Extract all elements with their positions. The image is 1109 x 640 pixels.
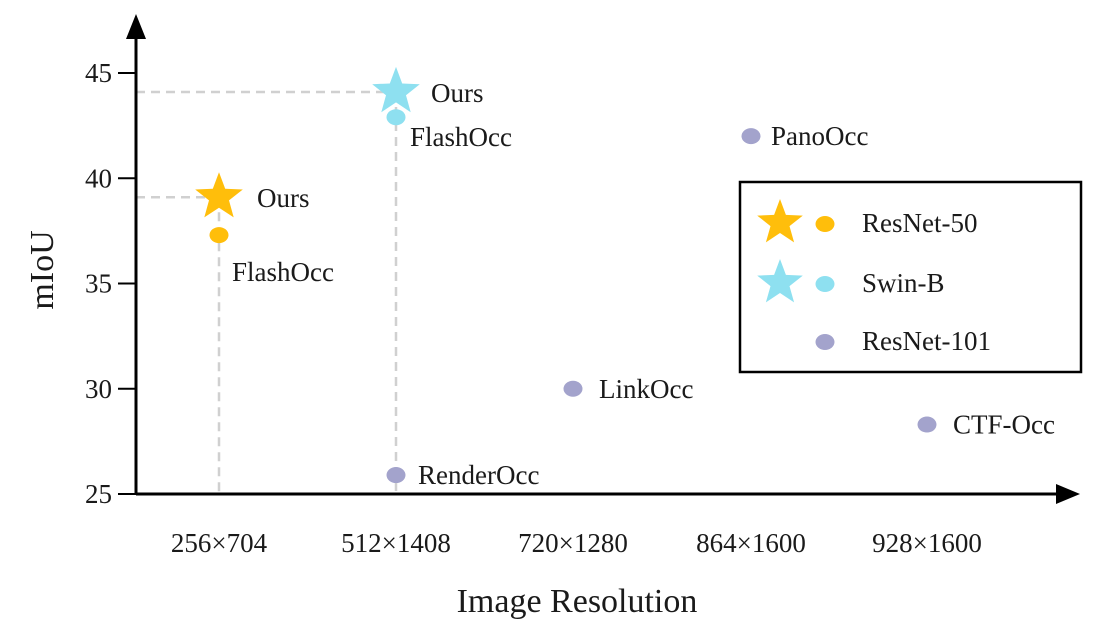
point-label: FlashOcc (232, 257, 334, 287)
x-axis-arrow-icon (1056, 484, 1080, 504)
circle-marker (386, 109, 406, 126)
legend-label: ResNet-101 (862, 326, 991, 356)
point-label: FlashOcc (410, 122, 512, 152)
x-tick-label: 512×1408 (341, 528, 451, 558)
y-tick-label: 25 (85, 479, 112, 509)
x-tick-labels: 256×704 512×1408 720×1280 864×1600 928×1600 (171, 528, 982, 558)
point-label: Ours (431, 78, 484, 108)
x-tick-label: 928×1600 (872, 528, 982, 558)
legend-label: Swin-B (862, 268, 945, 298)
y-axis-title: mIoU (24, 230, 61, 309)
legend-circle-icon (815, 276, 835, 292)
data-points: OursFlashOccOursFlashOccRenderOccLinkOcc… (195, 66, 1055, 490)
y-tick-label: 45 (85, 58, 112, 88)
legend-circle-icon (815, 216, 835, 232)
legend-circle-icon (815, 334, 835, 350)
axes (126, 14, 1080, 504)
legend-star-icon (757, 199, 803, 243)
star-marker (195, 172, 243, 218)
circle-marker (917, 416, 937, 433)
x-tick-label: 256×704 (171, 528, 268, 558)
point-label: LinkOcc (599, 374, 693, 404)
y-tick-label: 40 (85, 163, 112, 193)
legend-label: ResNet-50 (862, 208, 977, 238)
circle-marker (741, 128, 761, 145)
point-label: RenderOcc (418, 460, 539, 490)
point-label: PanoOcc (771, 121, 868, 151)
point-label: CTF-Occ (953, 410, 1055, 440)
y-axis-arrow-icon (126, 14, 146, 39)
x-axis-title: Image Resolution (457, 583, 698, 620)
star-marker (372, 66, 420, 113)
y-tick-label: 35 (85, 269, 112, 299)
circle-marker (563, 380, 583, 397)
circle-marker (386, 467, 406, 484)
y-tick-label: 30 (85, 374, 112, 404)
x-tick-label: 864×1600 (696, 528, 806, 558)
guide-lines (136, 90, 398, 494)
x-tick-label: 720×1280 (518, 528, 628, 558)
circle-marker (209, 227, 229, 244)
y-ticks: 25 30 35 40 45 (85, 58, 136, 509)
legend-star-icon (757, 259, 803, 303)
point-label: Ours (257, 183, 310, 213)
